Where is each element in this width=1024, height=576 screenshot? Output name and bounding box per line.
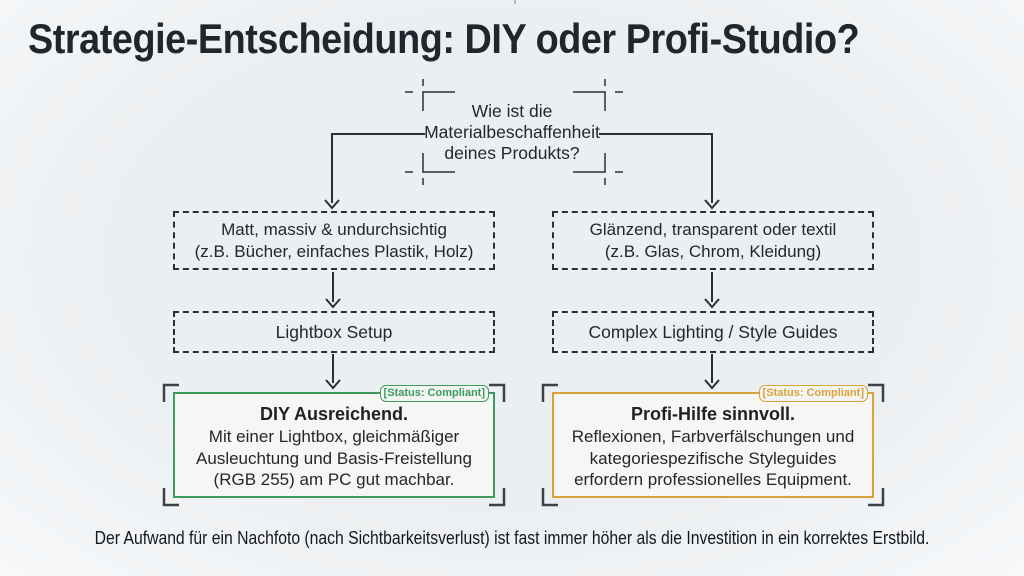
condition-box-right: Glänzend, transparent oder textil (z.B. … [552,211,874,270]
arrowhead-left-mid [325,298,341,309]
decision-line: deines Produkts? [444,143,580,163]
result-title: DIY Ausreichend. [259,404,409,424]
result-line: Ausleuchtung und Basis-Freistellung [196,448,472,468]
arrowhead-left-bottom [325,379,341,390]
condition-box-left: Matt, massiv & undurchsichtig (z.B. Büch… [173,211,495,270]
decision-node: Wie ist die Materialbeschaffenheit deine… [362,101,662,164]
result-line: Mit einer Lightbox, gleichmäßiger [208,427,460,446]
result-box-right: [Status: Compliant] Profi-Hilfe sinnvoll… [552,385,874,498]
result-box-left: [Status: Compliant] DIY Ausreichend. Mit… [173,385,495,498]
result-line: erfordern professionelles Equipment. [574,470,852,489]
footer-note: Der Aufwand für ein Nachfoto (nach Sicht… [0,527,1024,549]
status-badge-right: [Status: Compliant] [758,385,868,402]
result-content: DIY Ausreichend. Mit einer Lightbox, gle… [175,394,493,491]
method-box-left: Lightbox Setup [173,311,495,353]
condition-line: (z.B. Bücher, einfaches Plastik, Holz) [194,241,474,261]
decision-line: Wie ist die [471,101,553,121]
condition-line: Glänzend, transparent oder textil [589,219,837,239]
decision-line: Materialbeschaffenheit [424,122,600,142]
arrowhead-right-bottom [704,379,720,390]
arrowhead-left-branch [324,199,340,210]
page-title: Strategie-Entscheidung: DIY oder Profi-S… [28,15,860,62]
method-box-right: Complex Lighting / Style Guides [552,311,874,353]
method-label: Complex Lighting / Style Guides [588,322,838,342]
condition-line: Matt, massiv & undurchsichtig [221,219,447,239]
arrowhead-right-branch [704,199,720,210]
status-badge-left: [Status: Compliant] [379,385,489,402]
method-label: Lightbox Setup [275,322,393,342]
result-title: Profi-Hilfe sinnvoll. [630,404,795,424]
result-line: Reflexionen, Farbverfälschungen und [571,427,855,446]
result-content: Profi-Hilfe sinnvoll. Reflexionen, Farbv… [554,394,872,491]
footer-text: Der Aufwand für ein Nachfoto (nach Sicht… [94,527,930,548]
result-line: kategoriespezifische Styleguides [589,448,837,468]
arrowhead-right-mid [704,298,720,309]
result-line: (RGB 255) am PC gut machbar. [213,470,455,489]
condition-line: (z.B. Glas, Chrom, Kleidung) [604,241,822,261]
